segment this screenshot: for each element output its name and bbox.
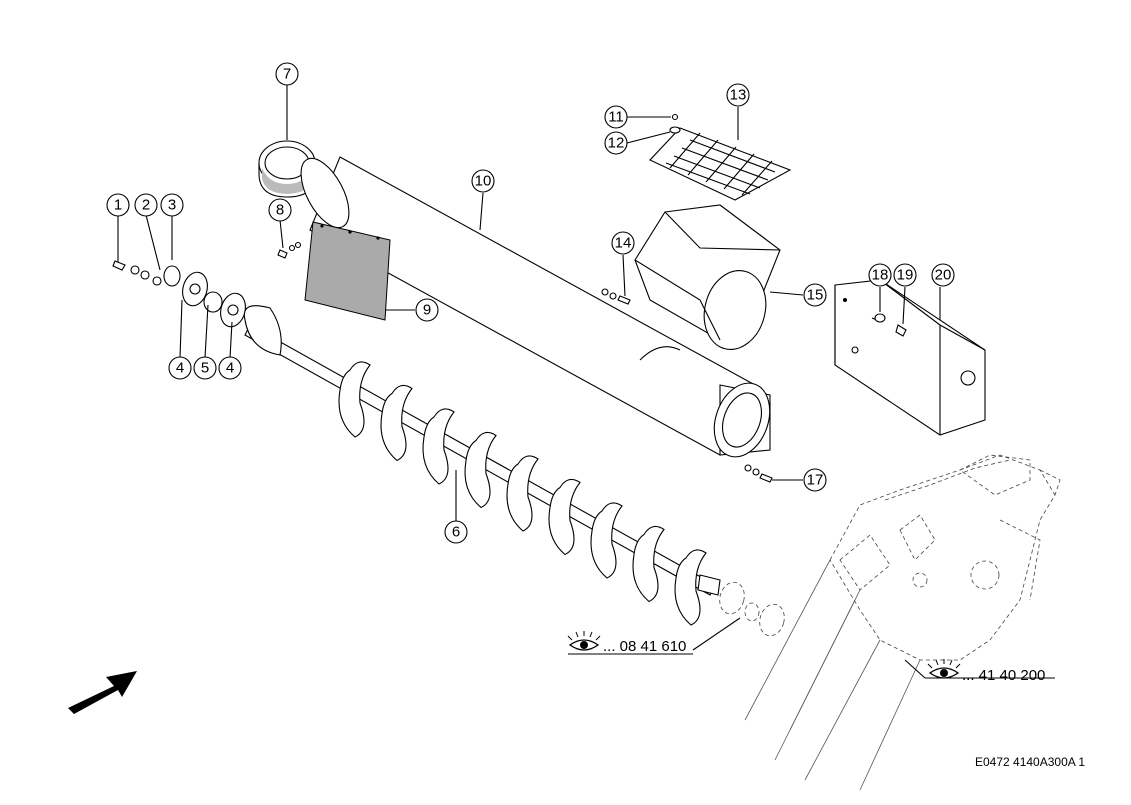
callout-6: 6 — [444, 520, 468, 544]
eye-icon — [927, 659, 961, 679]
eye-icon — [567, 631, 601, 651]
grid-plate-part-13 — [605, 127, 792, 201]
callout-2: 2 — [134, 193, 158, 217]
drawing-code: E0472 4140A300A 1 — [975, 755, 1085, 769]
callout-1: 1 — [106, 193, 130, 217]
fastener-set-left — [112, 260, 246, 328]
reference-label-1[interactable]: ... 08 41 610 — [567, 631, 686, 655]
auger-flight — [464, 431, 497, 509]
svg-text:5: 5 — [201, 360, 209, 377]
callout-8: 8 — [268, 198, 292, 222]
auger-flight — [380, 384, 413, 462]
svg-text:4: 4 — [176, 360, 184, 377]
svg-text:1: 1 — [114, 197, 122, 214]
bearing-ghost — [719, 581, 785, 637]
hopper-part-15 — [634, 204, 781, 350]
bracket-box-part-20 — [834, 279, 986, 436]
auger-flight — [632, 525, 665, 603]
svg-text:18: 18 — [872, 267, 889, 284]
callout-9: 9 — [415, 298, 439, 322]
leader-lines — [117, 85, 1055, 679]
svg-text:19: 19 — [897, 267, 914, 284]
auger-flight — [548, 478, 581, 556]
callout-3: 3 — [160, 193, 184, 217]
callout-4a: 4 — [168, 356, 192, 380]
callout-18: 18 — [868, 263, 892, 287]
fastener-set-misc — [277, 113, 907, 483]
callout-14: 14 — [611, 231, 635, 255]
callout-10: 10 — [471, 169, 495, 193]
svg-text:15: 15 — [807, 287, 824, 304]
callout-17: 17 — [803, 468, 827, 492]
auger-screw-part-6 — [243, 305, 721, 626]
callout-5: 5 — [193, 356, 217, 380]
auger-flight — [506, 455, 539, 532]
callout-12: 12 — [604, 131, 628, 155]
reference-label-2[interactable]: ... 41 40 200 — [927, 659, 1045, 684]
svg-text:10: 10 — [475, 173, 492, 190]
svg-text:9: 9 — [423, 302, 431, 319]
auger-tube-part-10 — [300, 156, 771, 458]
callout-4b: 4 — [218, 356, 242, 380]
auger-flight — [338, 361, 371, 438]
svg-text:4: 4 — [226, 360, 234, 377]
svg-text:3: 3 — [168, 197, 176, 214]
callout-7: 7 — [275, 62, 299, 86]
machine-frame-ghost — [744, 454, 1061, 791]
callout-19: 19 — [893, 263, 917, 287]
callout-11: 11 — [604, 105, 628, 129]
svg-text:2: 2 — [142, 197, 150, 214]
svg-text:7: 7 — [283, 66, 291, 83]
direction-arrow-icon — [68, 671, 137, 714]
svg-text:20: 20 — [935, 267, 952, 284]
svg-text:12: 12 — [608, 135, 625, 152]
cover-plate-part-9 — [304, 221, 391, 321]
callout-20: 20 — [931, 263, 955, 287]
callout-15: 15 — [803, 283, 827, 307]
reference-text-2: ... 41 40 200 — [962, 667, 1045, 684]
svg-text:14: 14 — [615, 235, 632, 252]
auger-flight — [674, 549, 707, 626]
svg-text:11: 11 — [608, 109, 624, 126]
svg-text:17: 17 — [807, 472, 824, 489]
auger-flight — [422, 408, 455, 485]
reference-text-1: ... 08 41 610 — [603, 638, 686, 655]
svg-text:13: 13 — [730, 87, 747, 104]
svg-text:8: 8 — [276, 202, 284, 219]
svg-text:6: 6 — [452, 524, 460, 541]
auger-flight — [590, 502, 623, 579]
callout-13: 13 — [726, 83, 750, 107]
